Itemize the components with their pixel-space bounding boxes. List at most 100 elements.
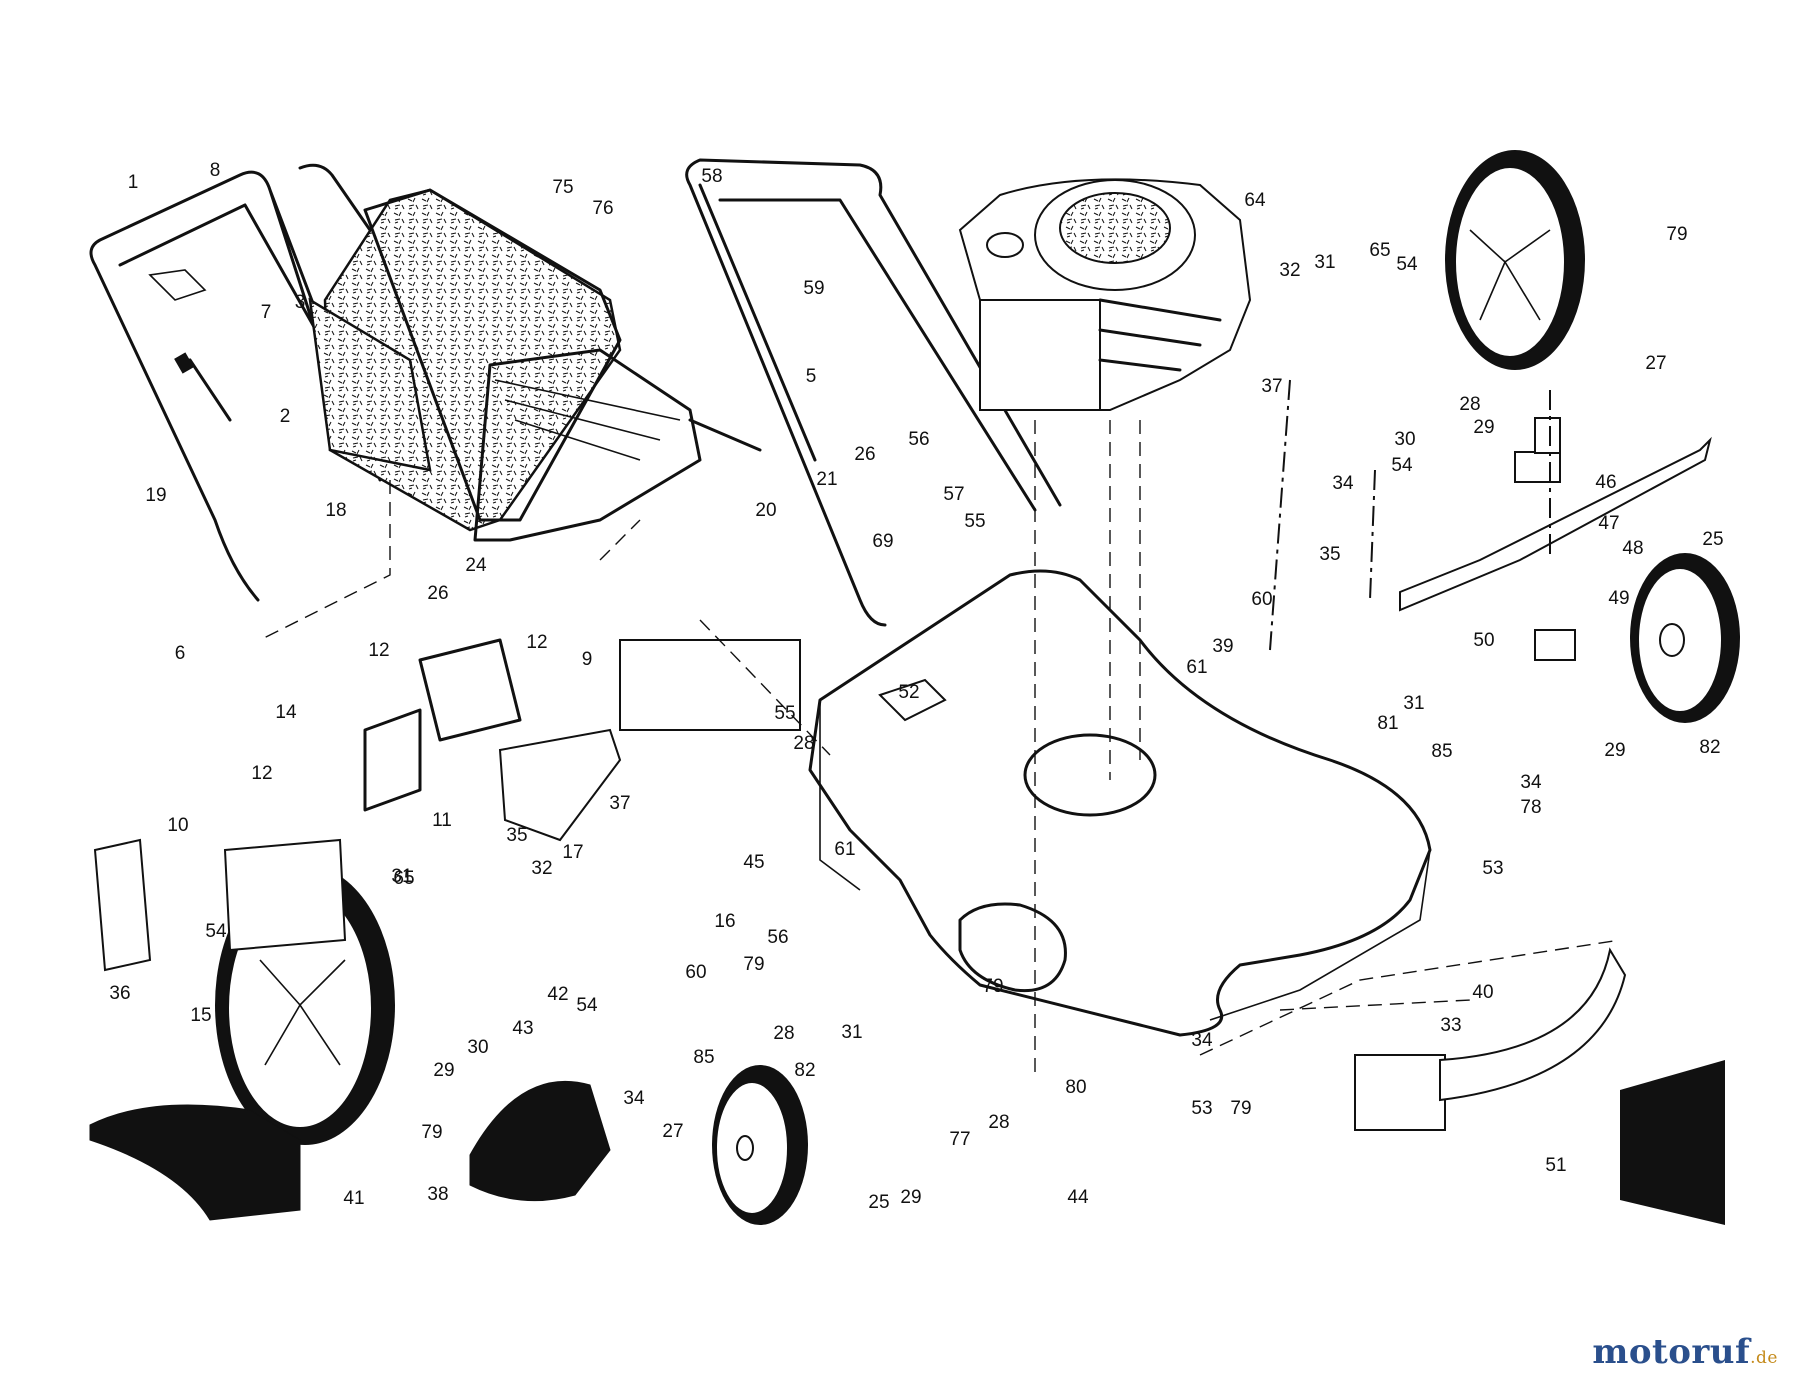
wheel-front-right <box>1445 150 1585 370</box>
part-label-27: 27 <box>662 1121 683 1142</box>
part-label-57: 57 <box>943 484 964 505</box>
part-label-54: 54 <box>1391 455 1413 476</box>
part-label-29: 29 <box>433 1060 454 1081</box>
part-label-29: 29 <box>900 1187 921 1208</box>
part-label-33: 33 <box>1440 1015 1461 1036</box>
part-label-77: 77 <box>949 1129 970 1150</box>
part-label-32: 32 <box>1279 260 1300 281</box>
assembly-guide-lines <box>259 379 1621 1080</box>
part-label-27: 27 <box>1645 353 1666 374</box>
part-label-78: 78 <box>1520 797 1541 818</box>
part-label-81: 81 <box>1377 713 1398 734</box>
part-label-41: 41 <box>343 1188 364 1209</box>
part-label-79: 79 <box>1230 1098 1251 1119</box>
part-label-28: 28 <box>793 733 814 754</box>
part-label-39: 39 <box>1212 636 1233 657</box>
part-label-12: 12 <box>368 640 389 661</box>
part-label-45: 45 <box>743 852 764 873</box>
part-label-50: 50 <box>1473 630 1494 651</box>
part-label-85: 85 <box>1431 741 1452 762</box>
part-label-46: 46 <box>1595 472 1616 493</box>
part-label-53: 53 <box>1191 1098 1212 1119</box>
part-label-29: 29 <box>1604 740 1625 761</box>
part-label-79: 79 <box>1666 224 1687 245</box>
part-label-26: 26 <box>854 444 875 465</box>
part-label-5: 5 <box>806 366 817 387</box>
part-label-17: 17 <box>562 842 583 863</box>
rear-flap-parts <box>89 947 1725 1225</box>
part-label-34: 34 <box>623 1088 645 1109</box>
part-label-42: 42 <box>547 984 568 1005</box>
part-label-6: 6 <box>175 643 186 664</box>
part-label-28: 28 <box>773 1023 794 1044</box>
part-label-82: 82 <box>1699 737 1720 758</box>
part-label-19: 19 <box>145 485 166 506</box>
part-label-11: 11 <box>432 810 452 831</box>
part-label-47: 47 <box>1598 513 1619 534</box>
part-label-56: 56 <box>908 429 929 450</box>
part-label-49: 49 <box>1608 588 1629 609</box>
part-label-30: 30 <box>467 1037 488 1058</box>
wheel-rear-right <box>1630 553 1740 723</box>
part-label-65: 65 <box>1369 240 1390 261</box>
part-label-79: 79 <box>982 976 1003 997</box>
part-label-12: 12 <box>251 763 272 784</box>
part-label-34: 34 <box>1332 473 1354 494</box>
part-label-82: 82 <box>794 1060 815 1081</box>
part-label-51: 51 <box>1545 1155 1566 1176</box>
part-label-28: 28 <box>988 1112 1009 1133</box>
watermark-tld: .de <box>1750 1348 1778 1368</box>
part-label-12: 12 <box>526 632 547 653</box>
part-label-37: 37 <box>1261 376 1282 397</box>
part-label-79: 79 <box>421 1122 442 1143</box>
part-label-25: 25 <box>1702 529 1723 550</box>
part-label-75: 75 <box>552 177 573 198</box>
part-label-36: 36 <box>109 983 130 1004</box>
grass-catcher-bag <box>308 188 702 542</box>
part-label-24: 24 <box>465 555 487 576</box>
part-label-52: 52 <box>898 682 919 703</box>
part-label-32: 32 <box>531 858 552 879</box>
part-label-53: 53 <box>1482 858 1503 879</box>
part-label-3: 3 <box>295 292 306 313</box>
blade-assembly <box>1399 417 1712 661</box>
part-label-61: 61 <box>834 839 855 860</box>
part-label-56: 56 <box>767 927 788 948</box>
part-label-10: 10 <box>167 815 188 836</box>
part-label-35: 35 <box>1319 544 1340 565</box>
part-label-64: 64 <box>1244 190 1266 211</box>
part-label-58: 58 <box>701 166 722 187</box>
part-label-1: 1 <box>128 172 139 193</box>
part-label-37: 37 <box>609 793 630 814</box>
part-label-35: 35 <box>506 825 527 846</box>
part-label-38: 38 <box>427 1184 448 1205</box>
part-label-43: 43 <box>512 1018 533 1039</box>
part-label-28: 28 <box>1459 394 1480 415</box>
part-label-7: 7 <box>261 302 272 323</box>
part-label-60: 60 <box>685 962 706 983</box>
part-label-76: 76 <box>592 198 613 219</box>
part-label-55: 55 <box>774 703 795 724</box>
part-label-60: 60 <box>1251 589 1272 610</box>
part-label-31: 31 <box>1403 693 1424 714</box>
part-label-31: 31 <box>1314 252 1335 273</box>
part-label-2: 2 <box>280 406 291 427</box>
part-label-18: 18 <box>325 500 346 521</box>
part-label-55: 55 <box>964 511 985 532</box>
part-label-65: 65 <box>393 868 414 889</box>
part-label-80: 80 <box>1065 1077 1086 1098</box>
watermark-logo: motoruf.de <box>1592 1332 1778 1372</box>
part-label-34: 34 <box>1191 1030 1213 1051</box>
part-label-34: 34 <box>1520 772 1542 793</box>
part-label-25: 25 <box>868 1192 889 1213</box>
engine <box>958 178 1252 411</box>
part-label-31: 31 <box>841 1022 862 1043</box>
part-label-16: 16 <box>714 911 735 932</box>
part-label-20: 20 <box>755 500 776 521</box>
part-label-54: 54 <box>205 921 227 942</box>
part-label-48: 48 <box>1622 538 1643 559</box>
part-label-8: 8 <box>210 160 221 181</box>
part-label-31: 31 <box>391 866 412 887</box>
part-label-14: 14 <box>275 702 297 723</box>
